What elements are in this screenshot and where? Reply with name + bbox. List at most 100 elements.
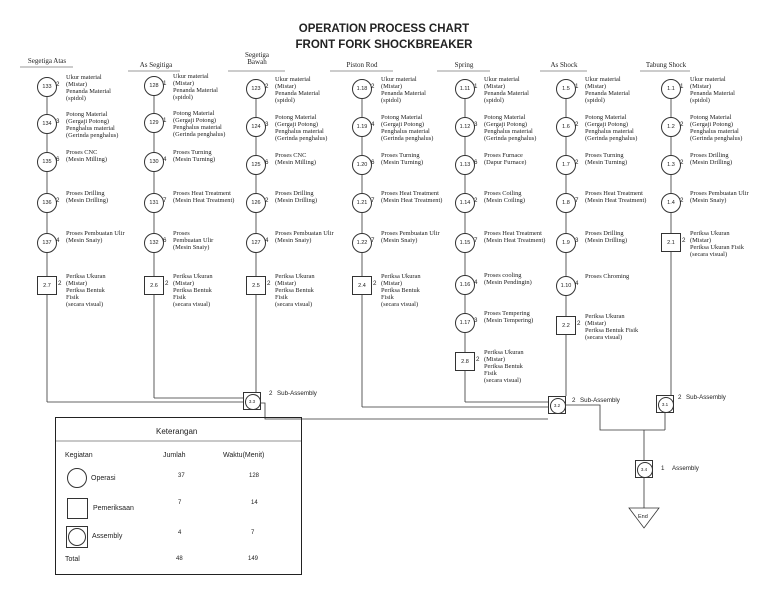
operation-symbol [67, 468, 87, 488]
operation-node: 127 [246, 233, 266, 253]
operation-node: 1.4 [661, 193, 681, 213]
step-time: 1 [163, 80, 167, 87]
operation-node: 1.22 [352, 233, 372, 253]
legend-title: Keterangan [156, 427, 198, 436]
assembly-label: Assembly [672, 465, 699, 472]
step-time: 2 [265, 197, 269, 204]
step-time: 2 [476, 356, 480, 363]
step-time: 2 [680, 121, 684, 128]
operation-node: 125 [246, 155, 266, 175]
column-header: Segetiga Bawah [244, 51, 270, 66]
step-description: Periksa Ukuran (Mistar) Periksa Bentuk F… [484, 349, 524, 384]
step-time: 2 [165, 280, 169, 287]
step-description: Ukur material (Mistar) Penanda Material … [66, 74, 111, 102]
step-description: Ukur material (Mistar) Penanda Material … [381, 76, 426, 104]
column-header: Segetiga Atas [27, 57, 67, 65]
step-description: Proses Drilling (Mesin Drilling) [66, 190, 109, 204]
step-description: Proses Turning (Mesin Turning) [585, 152, 628, 166]
step-description: Proses Heat Treatment (Mesin Heat Treatm… [484, 230, 546, 244]
step-time: 7 [474, 237, 478, 244]
step-time: 7 [371, 237, 375, 244]
legend-total-time: 149 [248, 556, 259, 562]
step-description: Proses CNC (Mesin Milling) [66, 149, 108, 163]
operation-node: 130 [144, 152, 164, 172]
step-description: Periksa Ukuran (Mistar) Periksa Bentuk F… [66, 273, 106, 308]
assembly-time: 2 [678, 394, 682, 401]
step-time: 7 [163, 197, 167, 204]
step-time: 3 [474, 121, 478, 128]
step-time: 2 [682, 237, 686, 244]
step-time: 1 [474, 83, 478, 90]
legend-assembly-time: 7 [251, 530, 255, 536]
step-time: 2 [265, 83, 269, 90]
legend-assembly-name: Assembly [92, 533, 123, 540]
column-header: Tabung Shock [645, 61, 687, 69]
step-time: 2 [575, 159, 579, 166]
operation-node: 134 [37, 114, 57, 134]
step-description: Ukur material (Mistar) Penanda Material … [585, 76, 630, 104]
column-header: Spring [454, 61, 474, 69]
step-description: Proses Heat Treatment (Mesin Heat Treatm… [173, 190, 235, 204]
step-description: Proses Turning (Mesin Turning) [381, 152, 424, 166]
operation-node: 1.17 [455, 313, 475, 333]
step-time: 4 [474, 279, 478, 286]
step-time: 2 [373, 280, 377, 287]
operation-node: 1.15 [455, 233, 475, 253]
operation-node: 1.5 [556, 79, 576, 99]
step-description: Periksa Ukuran (Mistar) Periksa Bentuk F… [381, 273, 421, 308]
operation-node: 131 [144, 193, 164, 213]
step-description: Proses Drilling (Mesin Drilling) [585, 230, 628, 244]
legend-operasi-name: Operasi [91, 475, 116, 482]
step-time: 4 [575, 280, 579, 287]
operation-node: 1.3 [661, 155, 681, 175]
legend-pemeriksaan-count: 7 [178, 500, 182, 506]
legend-total-name: Total [65, 556, 80, 563]
step-description: Proses CNC (Mesin Milling) [275, 152, 317, 166]
step-description: Periksa Ukuran (Mistar) Periksa Bentuk F… [585, 313, 639, 341]
step-description: Potong Material (Gergaji Potong) Penghal… [381, 114, 434, 142]
step-time: 4 [163, 156, 167, 163]
step-time: 2 [575, 121, 579, 128]
step-time: 2 [58, 280, 62, 287]
legend-header-waktu: Waktu(Menit) [223, 452, 265, 459]
step-description: Proses Turning (Mesin Turning) [173, 149, 216, 163]
step-description: Proses Furnace (Dapur Furnace) [484, 152, 527, 166]
operation-node: 1.12 [455, 117, 475, 137]
inspection-node: 2.7 [37, 276, 57, 295]
step-description: Proses Coiling (Mesin Coiling) [484, 190, 526, 204]
legend-box: Keterangan Kegiatan Jumlah Waktu(Menit) … [55, 417, 302, 575]
step-description: Ukur material (Mistar) Penanda Material … [173, 73, 218, 101]
step-description: Ukur material (Mistar) Penanda Material … [690, 76, 735, 104]
step-description: Potong Material (Gergaji Potong) Penghal… [275, 114, 328, 142]
operation-node: 133 [37, 77, 57, 97]
operation-node: 123 [246, 79, 266, 99]
step-time: 4 [56, 237, 60, 244]
step-description: Ukur material (Mistar) Penanda Material … [275, 76, 320, 104]
assembly-node: 3.4 [635, 460, 653, 478]
legend-header-jumlah: Jumlah [163, 452, 186, 459]
operation-node: 1.21 [352, 193, 372, 213]
operation-node: 1.16 [455, 275, 475, 295]
operation-node: 1.19 [352, 117, 372, 137]
step-description: Periksa Ukuran (Mistar) Periksa Bentuk F… [275, 273, 315, 308]
end-triangle [628, 507, 660, 529]
step-description: Proses Pembuatan Ulir (Mesin Snaiy) [690, 190, 749, 204]
step-time: 1 [163, 117, 167, 124]
assembly-time: 1 [661, 465, 665, 472]
step-description: Proses Tempering (Mesin Tempering) [484, 310, 534, 324]
legend-assembly-count: 4 [178, 530, 182, 536]
operation-node: 128 [144, 76, 164, 96]
assembly-label: Sub-Assembly [580, 397, 620, 404]
operation-node: 1.1 [661, 79, 681, 99]
inspection-node: 2.8 [455, 352, 475, 371]
step-time: 3 [575, 237, 579, 244]
operation-node: 132 [144, 233, 164, 253]
step-description: Periksa Ukuran (Mistar) Periksa Ukuran F… [690, 230, 744, 258]
step-description: Proses Pembuatan Ulir (Mesin Snaiy) [381, 230, 440, 244]
step-description: Potong Material (Gergaji Potong) Penghal… [173, 110, 226, 138]
step-time: 2 [474, 197, 478, 204]
step-time: 1 [680, 83, 684, 90]
step-description: Proses cooling (Mesin Pendingin) [484, 272, 532, 286]
step-time: 6 [265, 159, 269, 166]
sub-assembly-node: 3.2 [548, 396, 566, 414]
